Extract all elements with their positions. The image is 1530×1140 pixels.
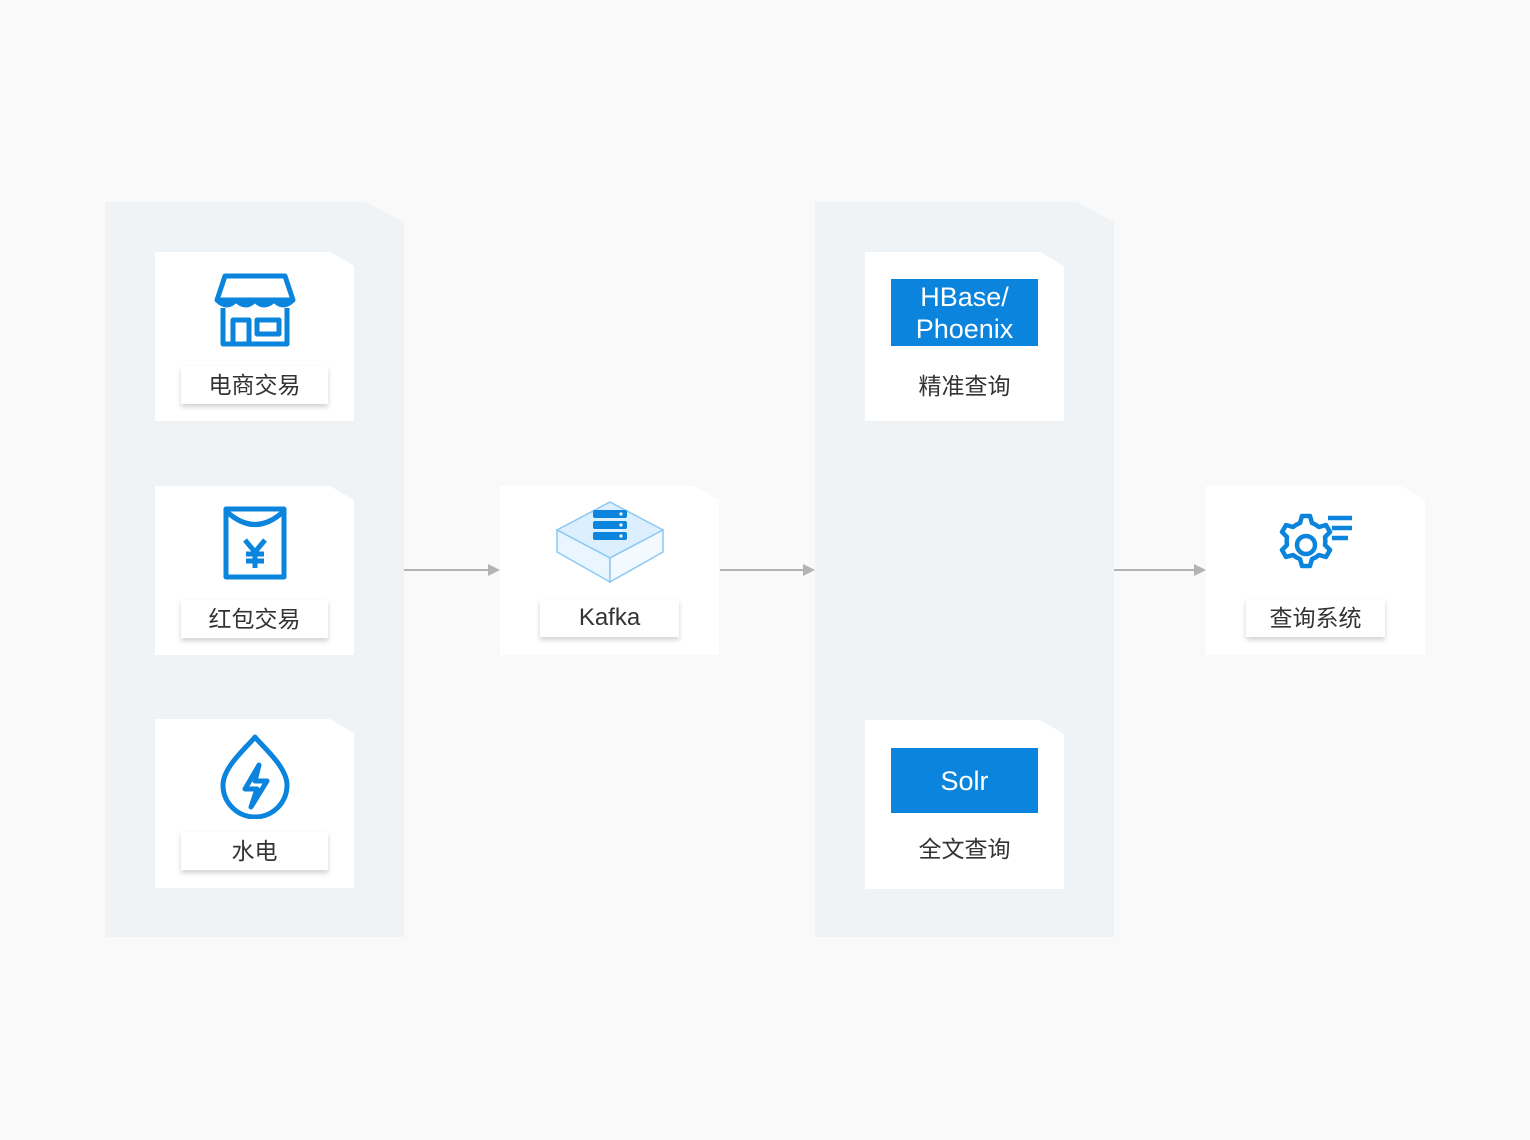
ecommerce-card: 电商交易: [155, 252, 354, 421]
kafka-label: Kafka: [540, 599, 679, 637]
server-cube-icon: [555, 500, 665, 586]
query-system-label: 查询系统: [1246, 599, 1385, 637]
hbase-phoenix-name: HBase/ Phoenix: [915, 281, 1014, 344]
redpacket-label: 红包交易: [181, 600, 328, 638]
hbase-query-label: 精准查询: [918, 373, 1011, 399]
utilities-label: 水电: [181, 832, 328, 870]
solr-card: Solr 全文查询: [865, 720, 1064, 889]
store-icon: [213, 272, 297, 348]
query-system-card: 查询系统: [1206, 486, 1425, 655]
solr-query-label: 全文查询: [918, 836, 1011, 862]
hbase-phoenix-badge: HBase/ Phoenix: [891, 279, 1038, 346]
gear-settings-icon: [1276, 512, 1356, 580]
utilities-card: 水电: [155, 719, 354, 888]
solr-name: Solr: [940, 765, 989, 796]
redpacket-card: 红包交易: [155, 486, 354, 655]
hbase-card: HBase/ Phoenix 精准查询: [865, 252, 1064, 421]
red-envelope-yuan-icon: [223, 506, 287, 580]
solr-badge: Solr: [891, 748, 1038, 813]
kafka-card: Kafka: [500, 486, 719, 655]
ecommerce-label: 电商交易: [181, 366, 328, 404]
water-electricity-icon: [217, 733, 293, 819]
